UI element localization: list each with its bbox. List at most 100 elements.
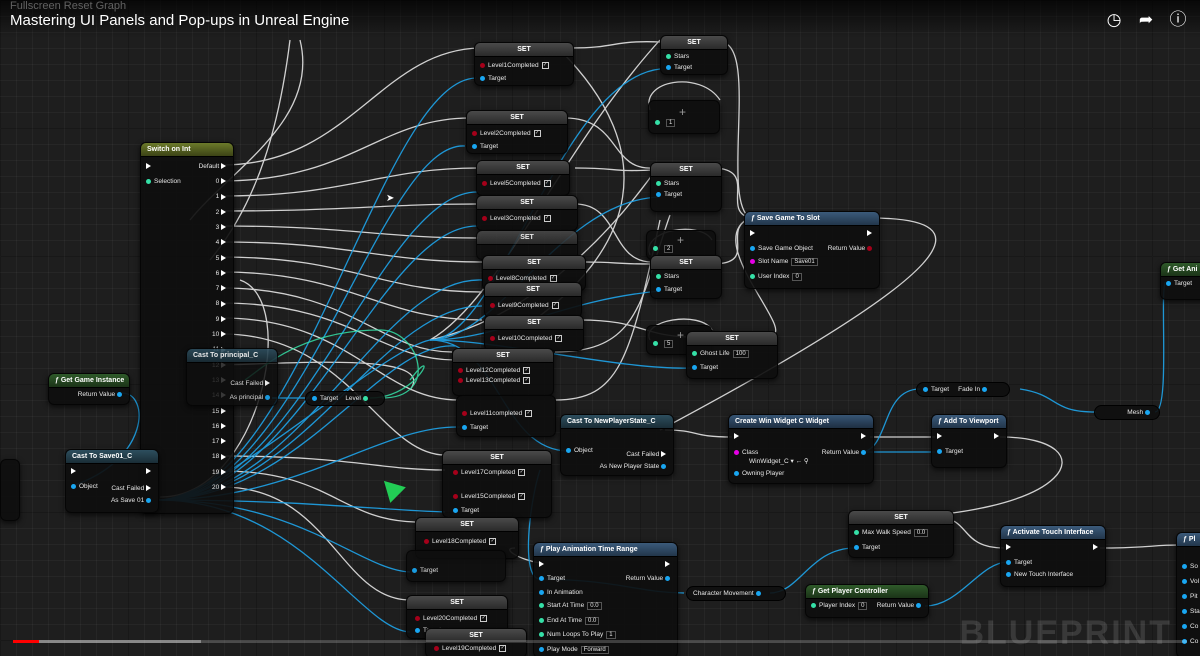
pl-input-pin[interactable]: So xyxy=(1182,563,1198,570)
set-level12-13-node[interactable]: SET Level12Completed✓ Level13Completed✓ xyxy=(452,348,554,396)
set-stars-1-node[interactable]: SET Stars Target xyxy=(660,35,728,75)
play-anim-exec-out[interactable] xyxy=(665,561,673,568)
pl-input-pin[interactable]: Pit xyxy=(1182,593,1198,600)
switch-case-pin[interactable]: 9 xyxy=(216,316,229,323)
set-level19-node[interactable]: SET Level19Completed✓ xyxy=(425,628,527,656)
switch-case-pin[interactable]: 19 xyxy=(212,469,229,476)
set-level15-target[interactable]: Target xyxy=(453,507,479,514)
set-walk-target[interactable]: Target xyxy=(854,544,880,551)
set-level3-field[interactable]: Level3Completed✓ xyxy=(482,215,551,222)
set-stars-1-field[interactable]: Stars xyxy=(666,53,689,60)
set-level18-field[interactable]: Level18Completed✓ xyxy=(424,538,497,545)
info-icon[interactable]: ⓘ xyxy=(1169,10,1187,29)
create-widget-exec-out[interactable] xyxy=(861,433,869,440)
set-level9-field[interactable]: Level9Completed✓ xyxy=(490,302,559,309)
set-level11-node[interactable]: Level11completed✓ Target xyxy=(456,395,556,437)
add-int-5-pin[interactable]: 5 xyxy=(653,340,674,348)
save-game-return-pin[interactable]: Return Value xyxy=(828,245,875,252)
play-anim-return-pin[interactable]: Return Value xyxy=(626,575,673,582)
get-game-instance-node[interactable]: ƒ Get Game Instance Return Value xyxy=(48,373,130,405)
play-anim-target-pin[interactable]: Target xyxy=(539,575,565,582)
set-level15-field[interactable]: Level15Completed✓ xyxy=(453,493,526,500)
switch-case-pin[interactable]: 8 xyxy=(216,300,229,307)
switch-case-pin[interactable]: 15 xyxy=(212,408,229,415)
set-stars-2-node[interactable]: SET Stars Target xyxy=(650,162,722,212)
set-level2-target[interactable]: Target xyxy=(472,143,498,150)
add-int-2-pin[interactable]: 2 xyxy=(653,245,674,253)
get-anim-target-pin[interactable]: Target xyxy=(1166,280,1192,287)
set-level18-target[interactable]: Target xyxy=(412,567,438,574)
switch-case-pin[interactable]: 10 xyxy=(212,331,229,338)
cast-save01-failed-pin[interactable]: Cast Failed xyxy=(111,485,154,492)
switch-case-pin[interactable]: 6 xyxy=(216,270,229,277)
switch-exec-in[interactable] xyxy=(146,163,154,170)
switch-case-pin[interactable]: 7 xyxy=(216,285,229,292)
activate-touch-exec-in[interactable] xyxy=(1006,544,1014,551)
set-level11-field[interactable]: Level11completed✓ xyxy=(462,410,533,417)
add-viewport-exec-in[interactable] xyxy=(937,433,945,440)
set-level12-field[interactable]: Level12Completed✓ xyxy=(458,367,531,374)
pl-input-pin[interactable]: Co xyxy=(1182,638,1198,645)
play-animation-time-range-node[interactable]: ƒ Play Animation Time Range Target Retur… xyxy=(533,542,678,656)
add-to-viewport-node[interactable]: ƒ Add To Viewport Target xyxy=(931,414,1007,468)
set-level3-node[interactable]: SET Level3Completed✓ xyxy=(476,195,578,231)
game-instance-return-pin[interactable]: Return Value xyxy=(78,391,125,398)
add-viewport-target-pin[interactable]: Target xyxy=(937,448,963,455)
add-int-1-node[interactable]: + 1 xyxy=(648,100,720,134)
video-title[interactable]: Mastering UI Panels and Pop-ups in Unrea… xyxy=(10,12,350,29)
activate-touch-new-pin[interactable]: New Touch Interface xyxy=(1006,571,1073,578)
fade-in-getter-node[interactable]: Target Fade In xyxy=(916,382,1010,397)
cast-to-principal-node[interactable]: Cast To principal_C Cast Failed As princ… xyxy=(186,348,278,406)
set-level20-field[interactable]: Level20Completed✓ xyxy=(415,615,488,622)
set-level10-field[interactable]: Level10Completed✓ xyxy=(490,335,563,342)
set-level1-target[interactable]: Target xyxy=(480,75,506,82)
cast-save01-exec-in[interactable] xyxy=(71,468,79,475)
play-anim-in-animation-pin[interactable]: In Animation xyxy=(539,589,583,596)
create-widget-exec-in[interactable] xyxy=(734,433,742,440)
save-game-exec-in[interactable] xyxy=(750,230,758,237)
switch-case-pin[interactable]: 5 xyxy=(216,255,229,262)
switch-case-pin[interactable]: 0 xyxy=(216,178,229,185)
switch-default-pin[interactable]: Default xyxy=(199,163,229,170)
set-stars-1-target[interactable]: Target xyxy=(666,64,692,71)
add-viewport-exec-out[interactable] xyxy=(994,433,1002,440)
set-level17-field[interactable]: Level17Completed✓ xyxy=(453,469,526,476)
pl-input-pin[interactable]: Vol xyxy=(1182,578,1199,585)
create-widget-class-pin[interactable]: Class xyxy=(734,449,758,456)
switch-case-pin[interactable]: 17 xyxy=(212,438,229,445)
switch-case-pin[interactable]: 1 xyxy=(216,193,229,200)
cast-playerstate-object-pin[interactable]: Object xyxy=(566,447,593,454)
cast-save01-object-pin[interactable]: Object xyxy=(71,483,98,490)
get-animation-node[interactable]: ƒ Get Ani Target xyxy=(1160,262,1200,300)
set-stars-2-field[interactable]: Stars xyxy=(656,180,679,187)
watch-later-icon[interactable]: ◷ xyxy=(1106,10,1122,29)
video-progress-bar[interactable] xyxy=(13,640,1187,643)
get-player-ctrl-return-pin[interactable]: Return Value xyxy=(877,602,924,609)
set-level1-field[interactable]: Level1Completed✓ xyxy=(480,62,549,69)
set-level17-15-node[interactable]: SET Level17Completed✓ Level15Completed✓ … xyxy=(442,450,552,518)
switch-case-pin[interactable]: 4 xyxy=(216,239,229,246)
character-movement-getter[interactable]: Character Movement xyxy=(686,586,786,601)
cast-to-save01-node[interactable]: Cast To Save01_C Object Cast Failed As S… xyxy=(65,449,159,513)
offscreen-node-left[interactable] xyxy=(0,459,20,521)
set-level2-node[interactable]: SET Level2Completed✓ Target xyxy=(466,110,568,154)
save-game-exec-out[interactable] xyxy=(867,230,875,237)
cast-playerstate-failed-pin[interactable]: Cast Failed xyxy=(626,451,669,458)
set-level5-field[interactable]: Level5Completed✓ xyxy=(482,180,551,187)
create-widget-class-dropdown[interactable]: WinWidget_C ▾ ← ⚲ xyxy=(749,458,809,465)
switch-case-pin[interactable]: 3 xyxy=(216,224,229,231)
pl-input-pin[interactable]: Co xyxy=(1182,623,1198,630)
set-stars-3-target[interactable]: Target xyxy=(656,286,682,293)
set-stars-2-target[interactable]: Target xyxy=(656,191,682,198)
cast-principal-failed-pin[interactable]: Cast Failed xyxy=(230,380,273,387)
create-widget-owning-pin[interactable]: Owning Player xyxy=(734,470,784,477)
